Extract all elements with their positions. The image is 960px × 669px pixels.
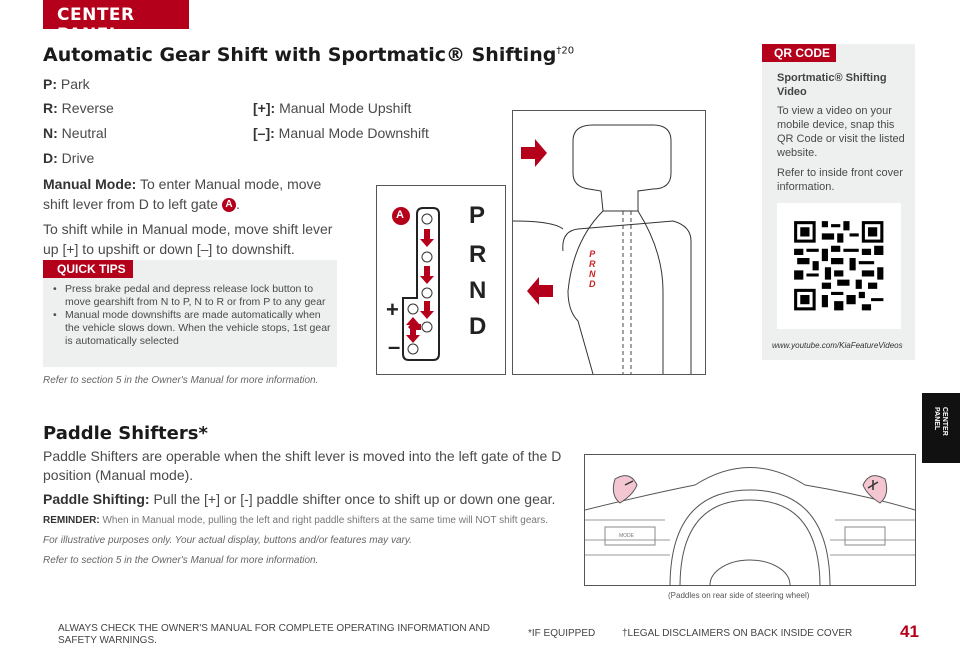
paddle-refer-note: Refer to section 5 in the Owner's Manual… — [43, 555, 319, 566]
qr-panel: QR CODE Sportmatic® Shifting Video To vi… — [762, 44, 915, 360]
quick-tips-label: QUICK TIPS — [43, 260, 133, 278]
mode-button: MODE — [619, 533, 634, 539]
shift-lever-svg — [512, 124, 692, 375]
qr-code[interactable] — [777, 203, 901, 329]
quick-tips-box: QUICK TIPS Press brake pedal and depress… — [43, 260, 337, 367]
reminder-text: REMINDER: When in Manual mode, pulling t… — [43, 515, 549, 526]
gear-r: R — [469, 241, 487, 268]
steering-caption: (Paddles on rear side of steering wheel) — [668, 591, 810, 600]
qr-text: To view a video on your mobile device, s… — [777, 105, 905, 159]
footer-warning: ALWAYS CHECK THE OWNER'S MANUAL FOR COMP… — [58, 623, 490, 646]
page-title: Automatic Gear Shift with Sportmatic® Sh… — [43, 44, 574, 66]
legend-plus: [+]: Manual Mode Upshift — [253, 100, 412, 116]
gear-d: D — [469, 313, 487, 340]
refer-note: Refer to section 5 in the Owner's Manual… — [43, 375, 319, 386]
illustrative-note: For illustrative purposes only. Your act… — [43, 535, 412, 546]
qr-text-2: Refer to inside front cover information. — [777, 167, 903, 193]
tip-item: Manual mode downshifts are made automati… — [53, 309, 335, 348]
title-text: Automatic Gear Shift with Sportmatic® Sh… — [43, 44, 557, 66]
minus-sign: – — [388, 334, 401, 359]
legend-minus: [–]: Manual Mode Downshift — [253, 125, 429, 141]
legend-d: D: Drive — [43, 150, 95, 166]
footer-legal: †LEGAL DISCLAIMERS ON BACK INSIDE COVER — [622, 628, 853, 639]
section-tab: CENTER PANEL — [43, 0, 189, 45]
qr-title: Sportmatic® Shifting Video — [777, 72, 887, 98]
steering-wheel-illustration: MODE — [584, 454, 916, 586]
legend-r: R: Reverse — [43, 100, 114, 116]
footer-equipped: *IF EQUIPPED — [528, 628, 596, 639]
gear-p: P — [469, 202, 486, 229]
qr-label: QR CODE — [762, 44, 836, 62]
badge-a: A — [221, 198, 236, 213]
title-sup: †20 — [556, 45, 575, 57]
qr-url[interactable]: www.youtube.com/KiaFeatureVideos — [772, 341, 903, 350]
gate-diagram-svg — [392, 207, 440, 361]
paddle-shifting-text: Paddle Shifting: Pull the [+] or [-] pad… — [43, 491, 556, 507]
paddle-description: Paddle Shifters are operable when the sh… — [43, 448, 562, 483]
legend-p: P: Park — [43, 76, 90, 92]
diagram-badge-a: A — [396, 209, 404, 221]
manual-mode-text: Manual Mode: To enter Manual mode, move … — [43, 176, 322, 213]
shift-text: To shift while in Manual mode, move shif… — [43, 221, 333, 257]
gate-diagram: A P R N D + – — [376, 185, 506, 375]
gear-n: N — [469, 277, 487, 304]
tip-item: Press brake pedal and depress release lo… — [53, 283, 335, 309]
qr-code-image — [794, 221, 884, 311]
steering-wheel-svg — [585, 467, 915, 585]
page-number: 41 — [900, 622, 919, 641]
side-section-tab: CENTER PANEL — [922, 393, 960, 463]
plus-sign: + — [386, 297, 399, 322]
legend-n: N: Neutral — [43, 125, 107, 141]
paddle-title: Paddle Shifters* — [43, 423, 208, 444]
